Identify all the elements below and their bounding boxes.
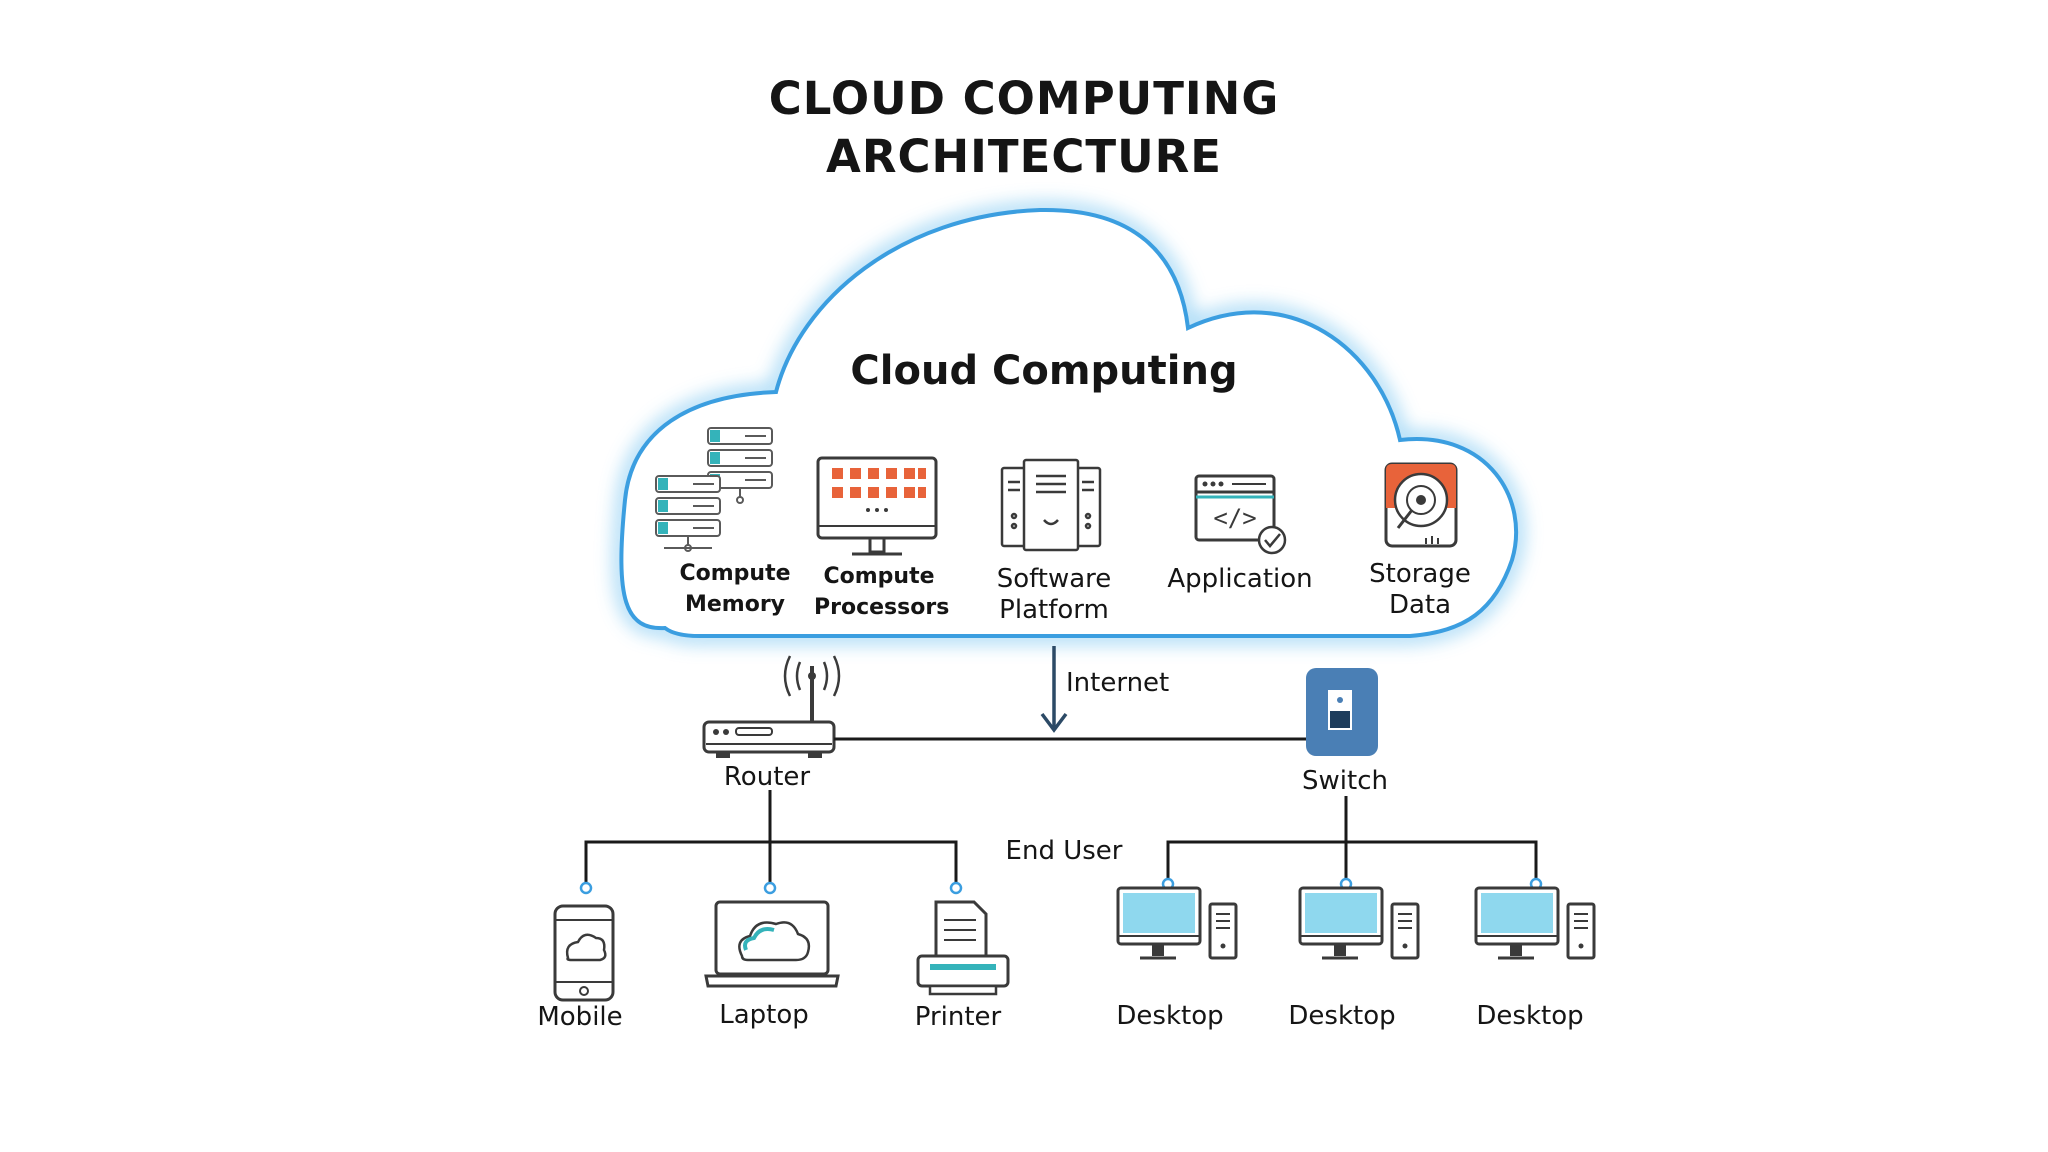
- mobile-cloud-icon: [553, 904, 615, 1002]
- device-label-printer: Printer: [914, 1002, 1002, 1032]
- server-tower-icon: [1000, 458, 1102, 552]
- service-label-storage: Storage Data: [1369, 559, 1471, 620]
- router-icon: [702, 655, 841, 758]
- diagram-title-line-2: ARCHITECTURE: [826, 130, 1222, 183]
- service-label-processors: Compute Processors: [814, 564, 950, 620]
- cloud-title: Cloud Computing: [850, 348, 1238, 394]
- server-rack-icon: [655, 427, 773, 552]
- router-label: Router: [723, 762, 811, 792]
- hard-disk-icon: [1384, 462, 1458, 548]
- switch-label: Switch: [1302, 766, 1388, 796]
- printer-icon: [916, 900, 1010, 996]
- end-user-label: End User: [1005, 836, 1123, 866]
- device-label-mobile: Mobile: [537, 1002, 623, 1032]
- svg-text:</>: </>: [1213, 504, 1256, 532]
- service-label-memory: Compute Memory: [679, 561, 791, 617]
- code-window-icon: </>: [1194, 474, 1287, 555]
- diagram-title-line-1: CLOUD COMPUTING: [768, 72, 1280, 125]
- device-label-desktop-1: Desktop: [1116, 1001, 1224, 1031]
- monitor-processor-icon: [816, 456, 938, 556]
- internet-label: Internet: [1066, 668, 1170, 698]
- device-label-desktop-2: Desktop: [1288, 1001, 1396, 1031]
- desktop-icon: [1116, 886, 1238, 960]
- desktop-icon: [1298, 886, 1420, 960]
- device-label-laptop: Laptop: [719, 1000, 809, 1030]
- connection-dots: [579, 877, 1543, 895]
- device-label-desktop-3: Desktop: [1476, 1001, 1584, 1031]
- service-label-platform: Software Platform: [996, 564, 1112, 625]
- laptop-cloud-icon: [704, 900, 840, 988]
- switch-icon: [1306, 668, 1378, 756]
- internet-arrow: [1040, 646, 1068, 733]
- desktop-icon: [1474, 886, 1596, 960]
- service-label-application: Application: [1167, 564, 1313, 594]
- connection-lines: [584, 737, 1538, 886]
